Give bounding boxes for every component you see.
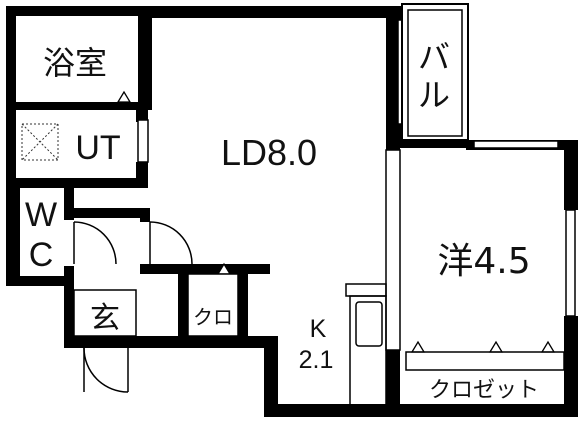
room-label-wc-bottom: C [29, 236, 54, 274]
washer-pan-icon [21, 123, 59, 161]
room-label-balcony-top: バ [418, 38, 450, 76]
entrance-step [73, 289, 137, 337]
vent-marks [116, 90, 556, 353]
room-label-utility: UT [75, 129, 120, 167]
door-swings [73, 221, 387, 407]
closet-small-frame [187, 273, 239, 337]
balcony [401, 3, 469, 141]
room-label-wc-top: W [25, 196, 57, 234]
room-label-closet-small: クロ [193, 305, 233, 329]
room-label-ldk: LD8.0 [221, 132, 317, 173]
room-label-entrance: 玄 [90, 301, 120, 336]
windows [137, 19, 576, 351]
room-label-western: 洋4.5 [437, 241, 530, 282]
room-label-kitchen-size: 2.1 [299, 346, 334, 374]
room-label-kitchen-k: K [310, 315, 327, 343]
room-label-balcony-bottom: ル [418, 76, 450, 114]
closet-rail [405, 351, 565, 371]
room-label-closet-large: クロゼット [429, 378, 539, 403]
room-label-bath: 浴室 [43, 44, 107, 82]
walls [6, 6, 578, 417]
